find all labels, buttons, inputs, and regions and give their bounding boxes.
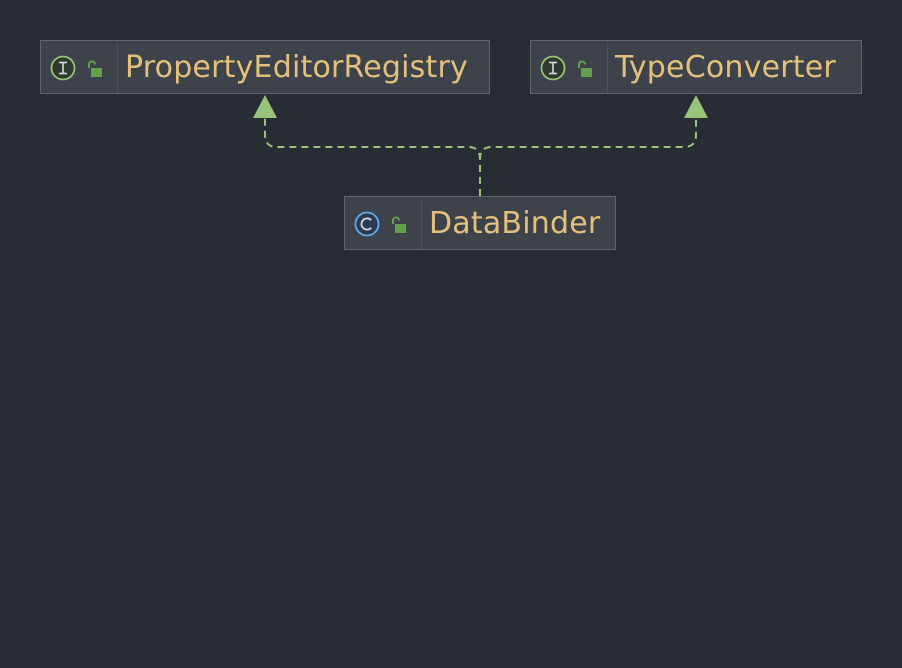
node-property-editor-registry[interactable]: PropertyEditorRegistry — [40, 40, 490, 94]
edges-layer — [253, 95, 708, 196]
interface-icon — [540, 55, 566, 81]
class-icon — [354, 211, 380, 237]
node-divider — [117, 41, 118, 93]
public-lock-icon — [392, 216, 406, 233]
node-label: TypeConverter — [615, 50, 836, 85]
edge-data-binder-to-property-editor-registry — [264, 116, 481, 196]
public-lock-icon — [578, 60, 592, 77]
node-data-binder[interactable]: DataBinder — [344, 196, 616, 250]
arrowhead-property-editor-registry — [253, 95, 277, 118]
node-type-converter[interactable]: TypeConverter — [530, 40, 862, 94]
interface-icon — [50, 55, 76, 81]
node-label: DataBinder — [429, 206, 601, 241]
public-lock-icon — [88, 60, 102, 77]
edge-data-binder-to-type-converter — [479, 116, 697, 196]
node-divider — [607, 41, 608, 93]
arrowhead-type-converter — [684, 95, 708, 118]
node-label: PropertyEditorRegistry — [125, 50, 468, 85]
node-divider — [421, 197, 422, 249]
